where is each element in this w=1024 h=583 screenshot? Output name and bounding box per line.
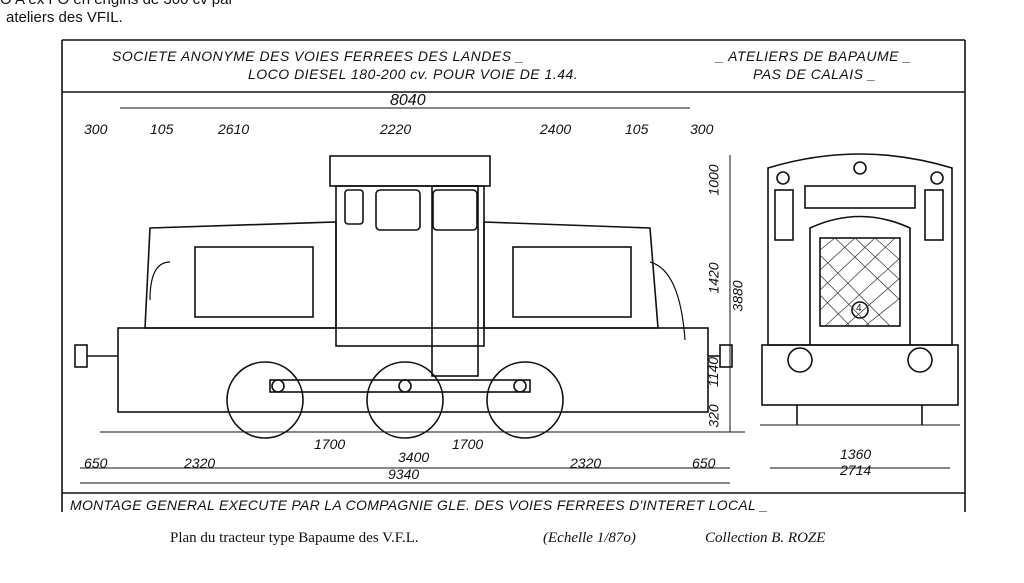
dim-vert-1140: 1140 xyxy=(705,356,722,388)
caption-collection: Collection B. ROZE xyxy=(705,530,826,546)
dim-top-5: 2400 xyxy=(540,121,572,137)
header-left-line-2: LOCO DIESEL 180-200 cv. POUR VOIE DE 1.4… xyxy=(248,66,579,82)
dim-top-4: 2220 xyxy=(380,121,412,137)
header-right-line-1: _ ATELIERS DE BAPAUME _ xyxy=(716,48,912,64)
wheel-1 xyxy=(226,361,304,439)
end-side-window-left xyxy=(774,189,794,241)
dim-wheelbase-2: 1700 xyxy=(452,436,484,452)
main-frame xyxy=(117,327,709,413)
dim-wheelbase-total: 3400 xyxy=(398,449,430,465)
dim-end-2714: 2714 xyxy=(840,462,872,478)
caption-scale: (Echelle 1/87o) xyxy=(543,530,636,546)
side-view xyxy=(74,155,745,439)
louvers-right xyxy=(512,246,632,318)
dim-vert-320: 320 xyxy=(705,404,722,428)
header-right-line-2: PAS DE CALAIS _ xyxy=(753,66,877,82)
end-body xyxy=(767,153,953,346)
cab-door xyxy=(431,185,479,377)
dim-bottom-3: 2320 xyxy=(570,455,602,471)
end-view-number: 4 xyxy=(856,303,862,314)
end-side-window-right xyxy=(924,189,944,241)
wheel-2 xyxy=(366,361,444,439)
end-buffer-beam xyxy=(761,344,959,406)
cab-body xyxy=(335,185,485,347)
dim-top-6: 105 xyxy=(625,121,649,137)
hood-left xyxy=(144,221,337,329)
hood-right xyxy=(483,221,659,329)
cab-window-1 xyxy=(344,189,364,225)
footer-banner: MONTAGE GENERAL EXECUTE PAR LA COMPAGNIE… xyxy=(70,497,769,513)
dim-top-1: 300 xyxy=(84,121,108,137)
intro-text: O A ex FO en engins de 300 cv par atelie… xyxy=(0,0,233,27)
intro-line-2: ateliers des VFIL. xyxy=(6,9,123,26)
coupling-rod xyxy=(269,379,531,393)
end-window xyxy=(804,185,916,209)
dim-top-7: 300 xyxy=(690,121,714,137)
radiator-shroud xyxy=(809,215,911,345)
cab-window-3 xyxy=(432,189,478,231)
radiator-grille xyxy=(819,237,901,327)
dim-overall-top: 8040 xyxy=(390,92,426,109)
dim-overall-bottom: 9340 xyxy=(388,466,420,482)
dim-wheelbase-1: 1700 xyxy=(314,436,346,452)
dim-vert-1420: 1420 xyxy=(705,262,722,294)
cab-roof xyxy=(329,155,491,187)
dim-top-3: 2610 xyxy=(218,121,250,137)
cab-window-2 xyxy=(375,189,421,231)
dim-end-1360: 1360 xyxy=(840,446,872,462)
caption-title: Plan du tracteur type Bapaume des V.F.L. xyxy=(170,530,419,546)
louvers-left xyxy=(194,246,314,318)
wheel-3 xyxy=(486,361,564,439)
dim-top-2: 105 xyxy=(150,121,174,137)
dim-bottom-4: 650 xyxy=(692,455,716,471)
dim-vert-1000: 1000 xyxy=(705,164,722,196)
dim-bottom-2: 2320 xyxy=(184,455,216,471)
radiator-hatch xyxy=(819,237,901,327)
intro-line-1: O A ex FO en engins de 300 cv par xyxy=(0,0,233,9)
end-view xyxy=(760,153,960,426)
buffer-left xyxy=(74,344,88,368)
dim-vert-3880: 3880 xyxy=(729,280,746,312)
dim-bottom-1: 650 xyxy=(84,455,108,471)
header-left-line-1: SOCIETE ANONYME DES VOIES FERREES DES LA… xyxy=(112,48,525,64)
